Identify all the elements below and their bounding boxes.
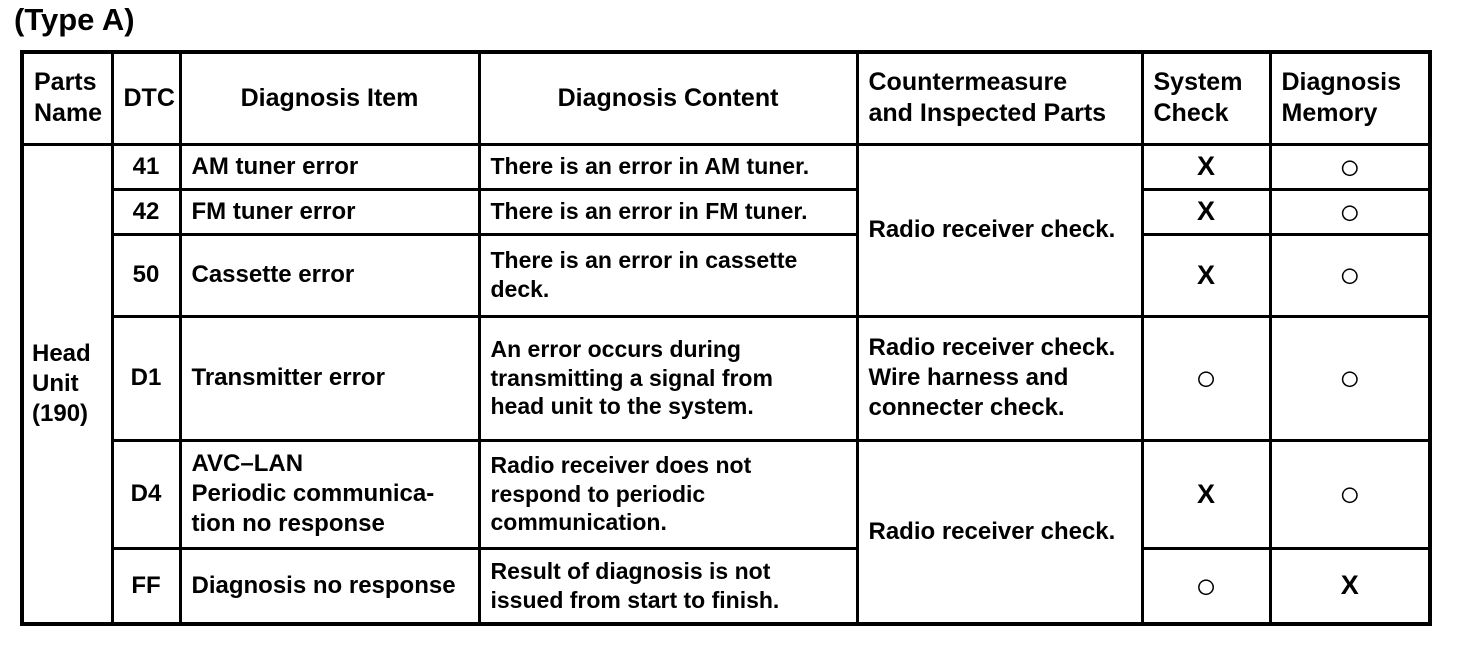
diagnosis-memory-mark: ○ xyxy=(1268,142,1432,191)
column-header-countermeasure: Countermeasure and Inspected Parts xyxy=(855,50,1144,146)
diagnosis-memory-mark: X xyxy=(1268,546,1432,626)
column-header-diagnosis-content: Diagnosis Content xyxy=(477,50,859,146)
diagnosis-item-cell: FM tuner error xyxy=(178,187,481,236)
diagnosis-table: Parts Name DTC Diagnosis Item Diagnosis … xyxy=(20,50,1432,626)
diagnosis-memory-mark: ○ xyxy=(1268,438,1432,550)
dtc-cell: D4 xyxy=(110,438,182,550)
table-row-dtc-50: 50 Cassette error There is an error in c… xyxy=(22,232,1432,318)
dtc-cell: 50 xyxy=(110,232,182,318)
diagnosis-content-cell: Radio receiver does not respond to perio… xyxy=(477,438,859,550)
dtc-cell: 41 xyxy=(110,142,182,191)
column-header-diagnosis-item: Diagnosis Item xyxy=(178,50,481,146)
dtc-cell: FF xyxy=(110,546,182,626)
system-check-mark: X xyxy=(1140,232,1272,318)
page-title: (Type A) xyxy=(14,2,135,37)
table-row-dtc-41: Head Unit (190) 41 AM tuner error There … xyxy=(20,142,1432,626)
diagnosis-memory-mark: ○ xyxy=(1268,187,1432,236)
system-check-mark: X xyxy=(1140,142,1272,191)
system-check-mark: X xyxy=(1140,438,1272,550)
diagnosis-memory-mark: ○ xyxy=(1268,314,1432,442)
dtc-cell: 42 xyxy=(110,187,182,236)
parts-name-cell: Head Unit (190) xyxy=(20,142,114,626)
column-header-parts-name: Parts Name xyxy=(20,50,114,146)
diagnosis-content-cell: Result of diagnosis is not issued from s… xyxy=(477,546,859,626)
diagnosis-item-cell: AM tuner error xyxy=(178,142,481,191)
dtc-cell: D1 xyxy=(110,314,182,442)
column-header-diagnosis-memory: Diagnosis Memory xyxy=(1268,50,1432,146)
diagnosis-item-cell: Diagnosis no response xyxy=(178,546,481,626)
diagnosis-content-cell: There is an error in AM tuner. xyxy=(477,142,859,191)
diagnosis-item-cell: Transmitter error xyxy=(178,314,481,442)
system-check-mark: X xyxy=(1140,187,1272,236)
system-check-mark: ○ xyxy=(1140,546,1272,626)
diagnosis-item-cell: AVC–LAN Periodic communica- tion no resp… xyxy=(178,438,481,550)
column-header-system-check: System Check xyxy=(1140,50,1272,146)
countermeasure-cell: Radio receiver check. xyxy=(855,438,1144,626)
table-row-dtc-d4: D4 AVC–LAN Periodic communica- tion no r… xyxy=(22,438,1432,626)
table-row-dtc-42: 42 FM tuner error There is an error in F… xyxy=(22,187,1432,236)
diagnosis-memory-mark: ○ xyxy=(1268,232,1432,318)
diagnosis-content-cell: An error occurs during transmitting a si… xyxy=(477,314,859,442)
diagnosis-content-cell: There is an error in FM tuner. xyxy=(477,187,859,236)
table-row-dtc-d1: D1 Transmitter error An error occurs dur… xyxy=(22,314,1432,442)
diagnosis-item-cell: Cassette error xyxy=(178,232,481,318)
column-header-dtc: DTC xyxy=(110,50,182,146)
countermeasure-cell: Radio receiver check. Wire harness and c… xyxy=(855,314,1144,442)
diagnosis-content-cell: There is an error in cassette deck. xyxy=(477,232,859,318)
system-check-mark: ○ xyxy=(1140,314,1272,442)
table-header-row: Parts Name DTC Diagnosis Item Diagnosis … xyxy=(20,50,1432,146)
countermeasure-cell: Radio receiver check. xyxy=(855,142,1144,318)
table-row-dtc-ff: FF Diagnosis no response Result of diagn… xyxy=(22,546,1432,626)
